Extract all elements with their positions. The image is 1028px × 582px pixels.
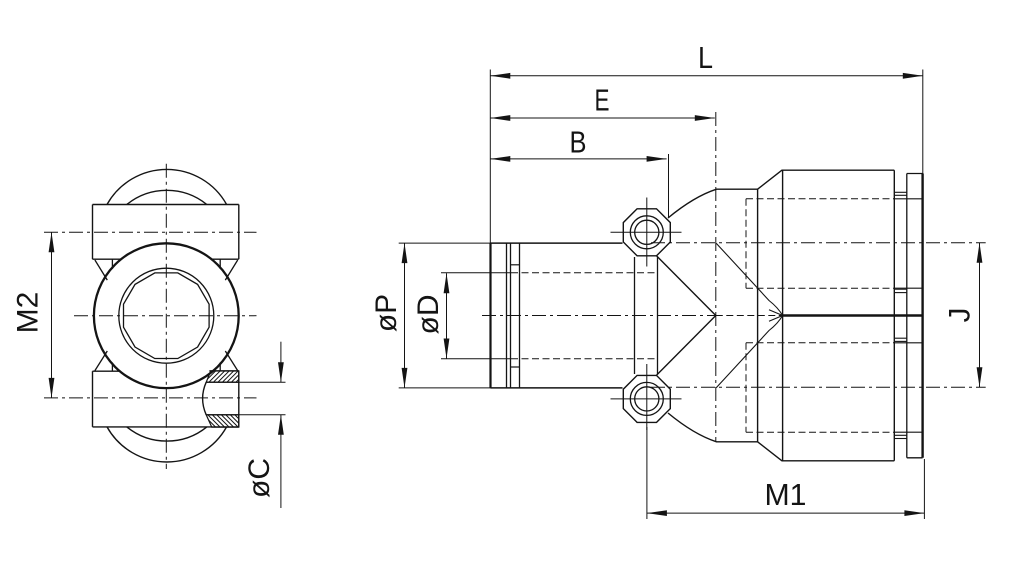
svg-text:øD: øD [412,295,445,335]
svg-text:L: L [698,40,713,75]
svg-text:M1: M1 [765,477,807,512]
svg-text:M2: M2 [11,292,44,334]
svg-text:J: J [943,308,976,323]
svg-text:B: B [570,125,587,160]
svg-text:E: E [595,83,610,118]
svg-text:øP: øP [370,294,403,332]
svg-text:øC: øC [243,458,276,498]
